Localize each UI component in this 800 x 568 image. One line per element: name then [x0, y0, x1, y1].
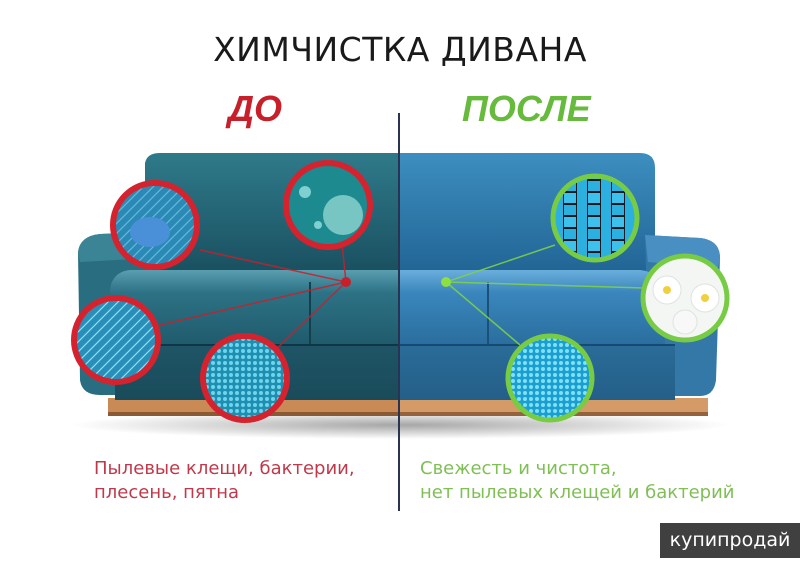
before-label: ДО — [228, 88, 282, 129]
after-caption-line-1: Свежесть и чистота, — [420, 458, 617, 479]
magnifier-mold — [71, 295, 161, 385]
before-after-divider — [398, 113, 400, 511]
before-caption: Пылевые клещи, бактерии, плесень, пятна — [94, 457, 355, 505]
page-title: ХИМЧИСТКА ДИВАНА — [213, 30, 587, 69]
magnifier-dirty-fabric — [200, 333, 290, 423]
magnifier-dust-mite — [110, 180, 200, 270]
magnifier-clean-weave — [550, 173, 640, 263]
watermark-badge: купипродай — [660, 523, 800, 558]
after-caption: Свежесть и чистота, нет пылевых клещей и… — [420, 457, 735, 505]
magnifier-flowers — [640, 253, 730, 343]
magnifier-clean-fabric — [505, 333, 595, 423]
before-caption-line-1: Пылевые клещи, бактерии, — [94, 458, 355, 479]
after-label: ПОСЛЕ — [462, 88, 591, 129]
before-caption-line-2: плесень, пятна — [94, 482, 240, 503]
after-caption-line-2: нет пылевых клещей и бактерий — [420, 482, 735, 503]
magnifier-bacteria — [283, 160, 373, 250]
